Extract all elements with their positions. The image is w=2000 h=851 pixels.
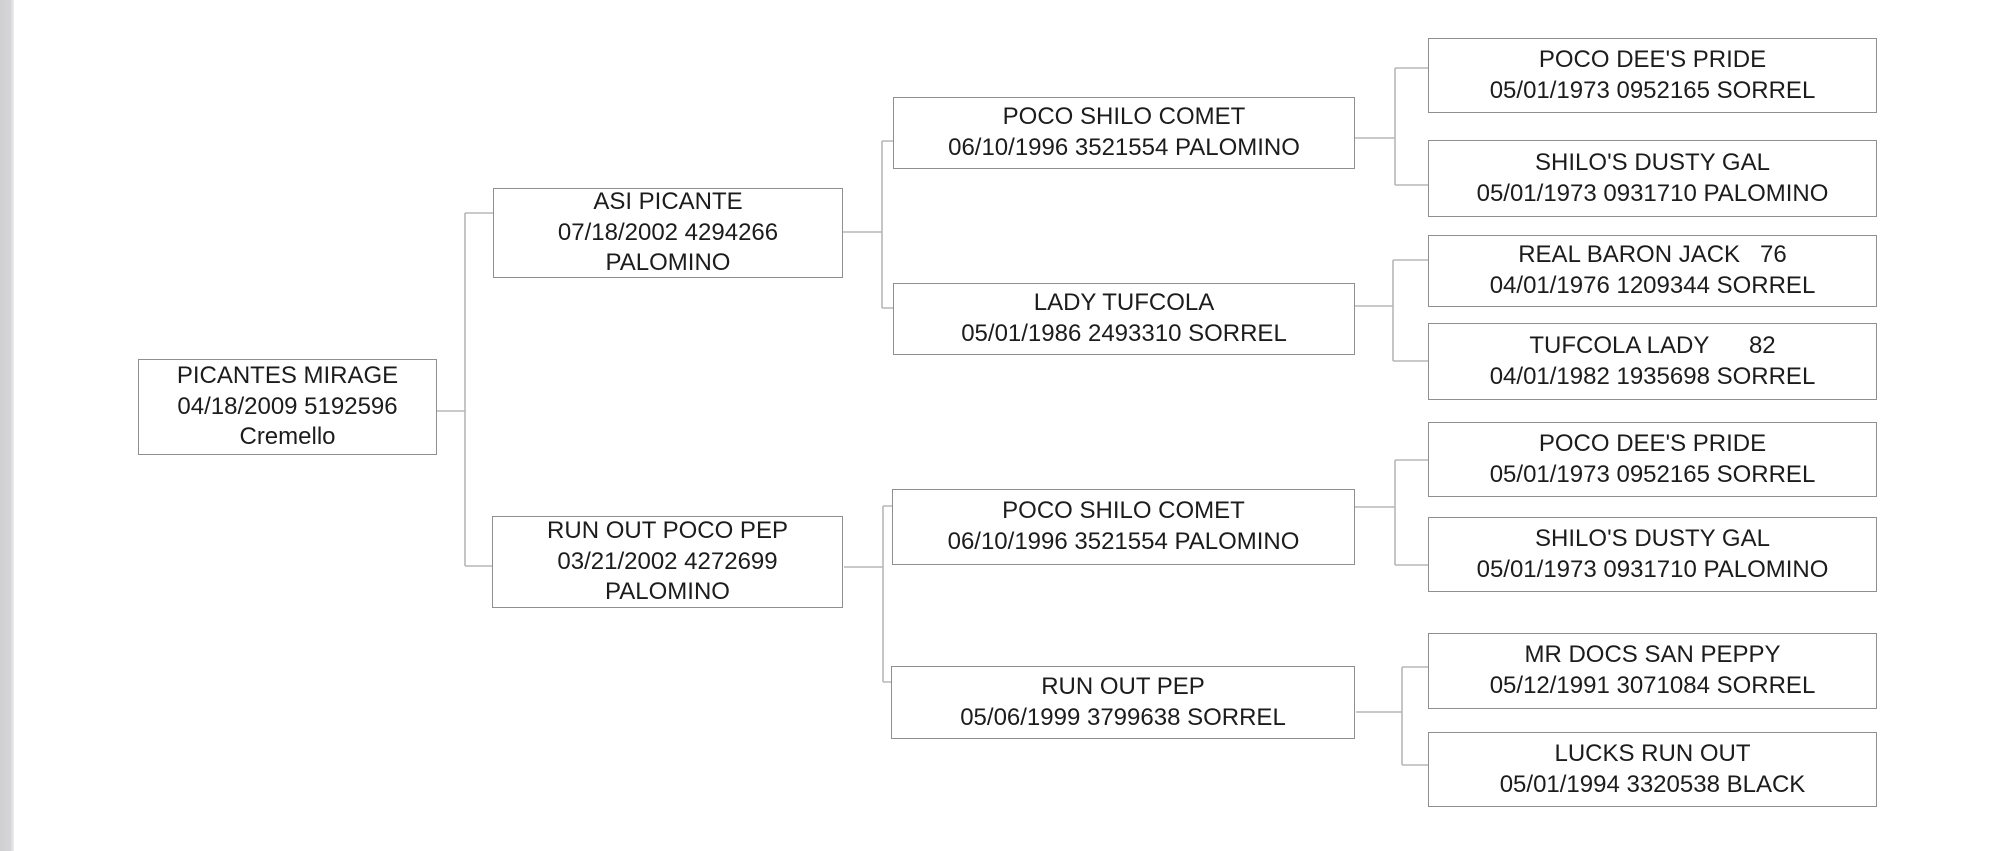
horse-name: POCO DEE'S PRIDE xyxy=(1538,429,1767,457)
horse-name: POCO SHILO COMET xyxy=(1002,497,1245,525)
connector-line xyxy=(1355,67,1428,186)
horse-name: LUCKS RUN OUT xyxy=(1554,739,1751,767)
horse-name: POCO DEE'S PRIDE xyxy=(1538,45,1767,73)
horse-details: 04/01/1982 1935698 SORREL xyxy=(1489,362,1816,390)
horse-details: 06/10/1996 3521554 PALOMINO xyxy=(948,134,1300,161)
pedigree-node-dam-sire-sire: POCO DEE'S PRIDE 05/01/1973 0952165 SORR… xyxy=(1428,422,1877,497)
connector-line xyxy=(1356,666,1428,766)
pedigree-node-sire-dam-dam: TUFCOLA LADY 82 04/01/1982 1935698 SORRE… xyxy=(1428,323,1877,400)
horse-name: SHILO'S DUSTY GAL xyxy=(1535,148,1770,176)
horse-name: MR DOCS SAN PEPPY xyxy=(1524,641,1781,669)
horse-name: PICANTES MIRAGE xyxy=(176,361,399,389)
horse-details: 04/01/1976 1209344 SORREL xyxy=(1489,272,1816,299)
horse-details: 05/01/1994 3320538 BLACK xyxy=(1499,770,1806,798)
pedigree-node-dam-sire-dam: SHILO'S DUSTY GAL 05/01/1973 0931710 PAL… xyxy=(1428,517,1877,592)
page-left-edge xyxy=(0,0,14,851)
pedigree-node-sire-sire-sire: POCO DEE'S PRIDE 05/01/1973 0952165 SORR… xyxy=(1428,38,1877,113)
connector-line xyxy=(1355,459,1428,566)
horse-details: 05/12/1991 3071084 SORREL xyxy=(1489,672,1816,699)
horse-details: 05/01/1973 0931710 PALOMINO xyxy=(1476,179,1829,207)
horse-name: REAL BARON JACK 76 xyxy=(1518,241,1787,269)
horse-color: PALOMINO xyxy=(605,249,731,277)
pedigree-node-dam: RUN OUT POCO PEP 03/21/2002 4272699 PALO… xyxy=(492,516,843,608)
horse-name: LADY TUFCOLA xyxy=(1033,289,1215,317)
horse-name: POCO SHILO COMET xyxy=(1002,103,1246,131)
horse-name: RUN OUT PEP xyxy=(1041,672,1205,700)
horse-name: SHILO'S DUSTY GAL xyxy=(1535,524,1770,552)
connector-line xyxy=(1355,259,1428,362)
pedigree-node-sire-dam-sire: REAL BARON JACK 76 04/01/1976 1209344 SO… xyxy=(1428,235,1877,307)
pedigree-node-dam-sire: POCO SHILO COMET 06/10/1996 3521554 PALO… xyxy=(892,489,1355,565)
pedigree-node-dam-dam-sire: MR DOCS SAN PEPPY 05/12/1991 3071084 SOR… xyxy=(1428,633,1877,709)
pedigree-node-sire-dam: LADY TUFCOLA 05/01/1986 2493310 SORREL xyxy=(893,283,1355,355)
horse-name: TUFCOLA LADY 82 xyxy=(1529,331,1776,359)
connector-line xyxy=(437,212,493,567)
pedigree-node-subject: PICANTES MIRAGE 04/18/2009 5192596 Creme… xyxy=(138,359,437,455)
horse-details: 07/18/2002 4294266 xyxy=(557,218,779,246)
horse-details: 05/06/1999 3799638 SORREL xyxy=(960,703,1286,731)
horse-details: 03/21/2002 4272699 xyxy=(557,547,778,575)
pedigree-node-sire-sire-dam: SHILO'S DUSTY GAL 05/01/1973 0931710 PAL… xyxy=(1428,140,1877,217)
horse-details: 04/18/2009 5192596 xyxy=(177,392,398,420)
horse-color: PALOMINO xyxy=(605,578,730,606)
pedigree-node-sire-sire: POCO SHILO COMET 06/10/1996 3521554 PALO… xyxy=(893,97,1355,169)
pedigree-node-sire: ASI PICANTE 07/18/2002 4294266 PALOMINO xyxy=(493,188,843,278)
pedigree-node-dam-dam-dam: LUCKS RUN OUT 05/01/1994 3320538 BLACK xyxy=(1428,732,1877,807)
horse-details: 05/01/1973 0952165 SORREL xyxy=(1489,460,1816,488)
horse-details: 05/01/1986 2493310 SORREL xyxy=(961,320,1287,347)
connector-line xyxy=(844,505,892,683)
horse-name: ASI PICANTE xyxy=(593,187,743,215)
horse-details: 06/10/1996 3521554 PALOMINO xyxy=(947,528,1300,555)
pedigree-node-dam-dam: RUN OUT PEP 05/06/1999 3799638 SORREL xyxy=(891,666,1355,739)
horse-details: 05/01/1973 0952165 SORREL xyxy=(1489,76,1816,104)
horse-name: RUN OUT POCO PEP xyxy=(547,516,788,544)
horse-color: Cremello xyxy=(239,423,336,451)
connector-line xyxy=(843,140,893,309)
horse-details: 05/01/1973 0931710 PALOMINO xyxy=(1476,555,1829,583)
